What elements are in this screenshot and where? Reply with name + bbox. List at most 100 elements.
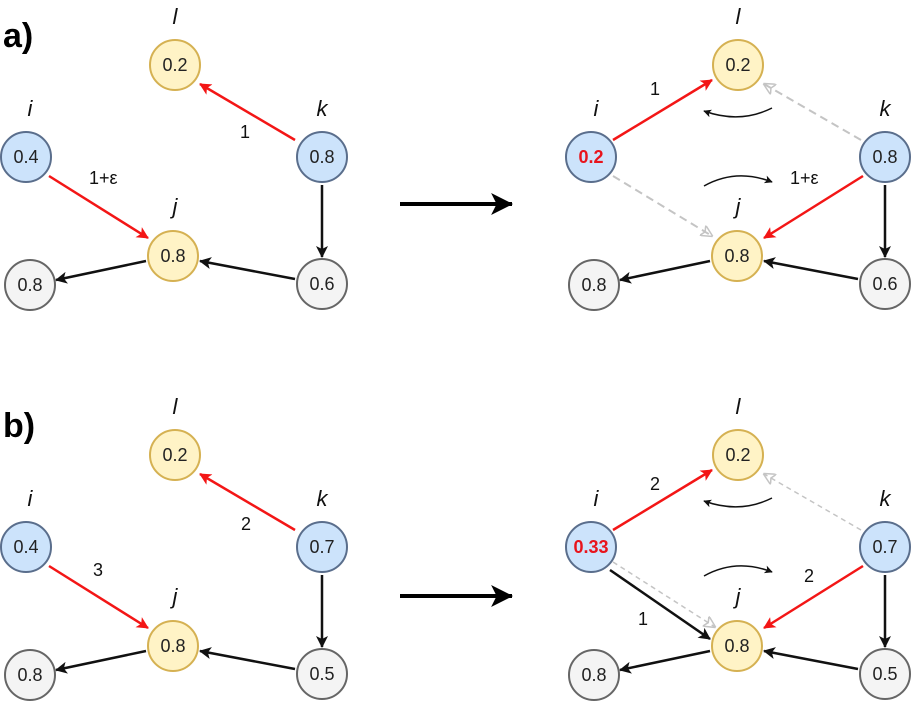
node-n2 <box>296 648 348 700</box>
node-n2-value: 0.6 <box>872 274 897 294</box>
edge-i-to-j-removed <box>612 561 715 627</box>
node-i <box>0 521 52 573</box>
node-l <box>149 39 201 91</box>
edge-label-kl: 2 <box>241 514 251 534</box>
node-l-value: 0.2 <box>162 445 187 465</box>
node-j <box>147 620 199 672</box>
node-n1-value: 0.8 <box>581 275 606 295</box>
node-j-label: j <box>733 584 742 609</box>
edge-k-to-l-removed <box>764 474 862 531</box>
node-i-value: 0.33 <box>573 537 608 557</box>
swap-arrow-upper <box>703 107 773 118</box>
node-l-value: 0.2 <box>725 445 750 465</box>
panel-b-right-nodes: 0.2 l 0.33 i 0.7 k 0.8 j 0.8 0.5 <box>565 394 911 701</box>
node-l-label: l <box>173 394 179 419</box>
node-j <box>711 230 763 282</box>
node-l-label: l <box>736 4 742 29</box>
node-j-value: 0.8 <box>160 246 185 266</box>
panel-a-left-edges <box>48 82 328 284</box>
edge-j-to-n1 <box>619 259 711 284</box>
node-n2 <box>859 648 911 700</box>
edge-i-to-l <box>612 78 713 142</box>
edge-j-to-n1 <box>55 259 147 284</box>
panel-a-label: a) <box>3 17 33 55</box>
node-i-label: i <box>594 96 600 121</box>
node-i-label: i <box>28 96 34 121</box>
panel-b-left-edges <box>48 472 328 674</box>
node-l-label: l <box>173 4 179 29</box>
node-k-label: k <box>880 486 892 511</box>
edge-label-kj: 1+ε <box>790 168 819 188</box>
node-j-label: j <box>170 194 179 219</box>
node-n1 <box>568 649 620 701</box>
node-k-label: k <box>880 96 892 121</box>
edge-i-to-j <box>48 174 149 240</box>
node-i-label: i <box>28 486 34 511</box>
node-k <box>859 131 911 183</box>
edge-k-to-l-removed <box>764 84 862 141</box>
edge-label-il: 2 <box>650 474 660 494</box>
edge-k-to-l <box>199 472 296 532</box>
edge-label-il: 1 <box>650 79 660 99</box>
edge-i-to-l <box>612 468 713 532</box>
edge-j-to-n1 <box>55 649 147 674</box>
node-l <box>712 39 764 91</box>
node-n1 <box>4 259 56 311</box>
node-l <box>712 429 764 481</box>
node-i-value: 0.4 <box>13 537 38 557</box>
node-n1-value: 0.8 <box>17 275 42 295</box>
node-n2 <box>296 258 348 310</box>
edge-n2-to-j <box>763 257 859 281</box>
swap-arrow-upper <box>703 497 773 508</box>
edge-k-to-l <box>199 82 296 142</box>
node-k-label: k <box>317 486 329 511</box>
node-k <box>296 131 348 183</box>
node-i-value: 0.4 <box>13 147 38 167</box>
node-j-label: j <box>733 194 742 219</box>
node-k-value: 0.8 <box>872 147 897 167</box>
edge-label-kj: 2 <box>804 566 814 586</box>
swap-arrow-lower <box>703 565 773 577</box>
node-i <box>565 131 617 183</box>
node-j-label: j <box>170 584 179 609</box>
panel-b-right-edges <box>609 468 891 674</box>
node-k-value: 0.7 <box>872 537 897 557</box>
edge-label-ij: 3 <box>93 560 103 580</box>
panel-b-label: b) <box>3 407 35 445</box>
node-n2-value: 0.5 <box>872 664 897 684</box>
node-l <box>149 429 201 481</box>
edge-i-to-j <box>48 564 149 630</box>
panel-b-left-nodes: 0.2 l 0.4 i 0.7 k 0.8 j 0.8 0.5 <box>0 394 348 701</box>
node-i-label: i <box>594 486 600 511</box>
node-j-value: 0.8 <box>724 246 749 266</box>
edge-n2-to-j <box>199 647 296 671</box>
edge-n2-to-j <box>763 647 859 671</box>
node-n2-value: 0.6 <box>309 274 334 294</box>
node-j <box>147 230 199 282</box>
node-j <box>711 620 763 672</box>
node-k <box>859 521 911 573</box>
node-n1 <box>568 259 620 311</box>
edge-i-to-j-removed <box>612 175 712 236</box>
node-i <box>565 521 617 573</box>
node-i <box>0 131 52 183</box>
node-n2 <box>859 258 911 310</box>
node-n1-value: 0.8 <box>581 665 606 685</box>
node-i-value: 0.2 <box>578 147 603 167</box>
edge-label-kl: 1 <box>240 122 250 142</box>
node-j-value: 0.8 <box>724 636 749 656</box>
edge-label-ij: 1 <box>638 609 648 629</box>
node-n1-value: 0.8 <box>17 665 42 685</box>
edge-i-to-j <box>609 568 711 641</box>
node-l-value: 0.2 <box>725 55 750 75</box>
node-l-label: l <box>736 394 742 419</box>
node-j-value: 0.8 <box>160 636 185 656</box>
edge-j-to-n1 <box>619 649 711 674</box>
edge-k-to-j <box>763 174 864 240</box>
node-k-value: 0.8 <box>309 147 334 167</box>
panel-a-right-edges <box>612 78 891 284</box>
edge-n2-to-j <box>199 257 296 281</box>
swap-arrow-lower <box>703 175 773 187</box>
edge-k-to-j <box>763 564 864 630</box>
